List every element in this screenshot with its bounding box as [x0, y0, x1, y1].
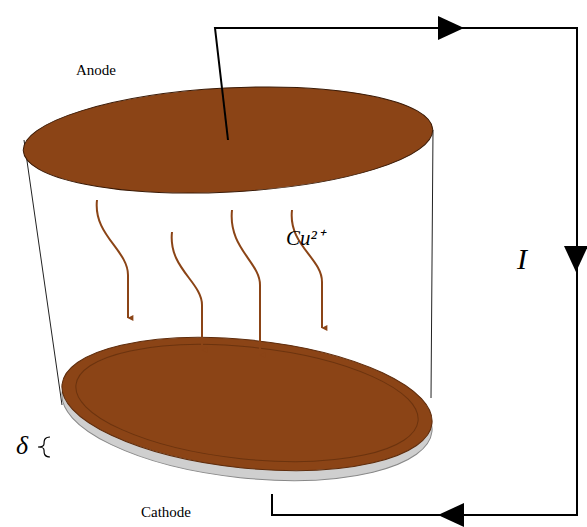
anode-plate [21, 77, 436, 202]
current-arrow [438, 503, 464, 527]
copper-deposit [55, 321, 438, 487]
ion-paths [97, 200, 322, 355]
current-arrow [438, 16, 464, 40]
thickness-brace [38, 437, 50, 457]
part-label: Cathode [141, 505, 191, 520]
current-label: I [517, 244, 527, 274]
part-label: Anode [76, 63, 116, 78]
thickness-label: δ [16, 433, 28, 459]
current-arrow [564, 246, 587, 272]
anode-lead [222, 88, 228, 140]
ion-label: Cu²⁺ [286, 228, 324, 249]
cell-wall [431, 130, 433, 398]
cell-wall [24, 140, 62, 405]
deposit-rim [70, 329, 424, 476]
